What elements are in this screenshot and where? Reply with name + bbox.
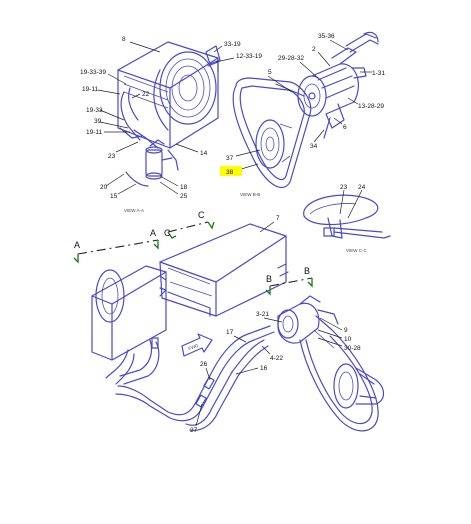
view-a-assembly <box>117 41 221 187</box>
label-19-33-39: 19-33-39 <box>80 69 106 76</box>
label-9: 9 <box>344 327 348 334</box>
caption-view-c: VIEW C-C <box>346 248 367 253</box>
label-3-21: 3-21 <box>256 311 269 318</box>
label-30-28: 30-28 <box>344 345 361 352</box>
label-4-22: 4-22 <box>270 355 283 362</box>
label-37: 37 <box>226 155 234 162</box>
label-33-19: 33-19 <box>224 41 241 48</box>
label-section-a-right: A <box>150 228 156 238</box>
part-labels: 8 33-19 12-33-19 19-33-39 19-11 22 19-33… <box>74 33 385 434</box>
label-26: 26 <box>200 361 208 368</box>
label-12-33-19: 12-33-19 <box>236 53 262 60</box>
label-fwd: FWD <box>188 343 200 352</box>
label-section-b-left: B <box>266 274 272 284</box>
label-15: 15 <box>110 193 118 200</box>
label-14: 14 <box>200 150 208 157</box>
label-39: 39 <box>94 118 102 125</box>
label-35-36: 35-36 <box>318 33 335 40</box>
label-18: 18 <box>180 184 188 191</box>
label-section-c-right: C <box>198 210 205 220</box>
label-section-b-right: B <box>304 266 310 276</box>
label-section-c-left: C <box>164 228 171 238</box>
label-10: 10 <box>344 336 352 343</box>
label-section-a-left: A <box>74 240 80 250</box>
label-19-11-bottom: 19-11 <box>86 129 103 136</box>
view-a-leaders <box>97 41 235 195</box>
label-23-view-a: 23 <box>108 153 116 160</box>
label-5: 5 <box>268 69 272 76</box>
main-assembly <box>91 223 385 432</box>
label-13-28-29: 13-28-29 <box>358 103 384 110</box>
label-29-28-32: 29-28-32 <box>278 55 304 62</box>
label-22: 22 <box>142 91 150 98</box>
label-19-11-top: 19-11 <box>82 86 99 93</box>
main-leaders <box>195 221 343 427</box>
label-17: 17 <box>226 329 234 336</box>
label-38: 38 <box>226 169 234 176</box>
label-24: 24 <box>358 184 366 191</box>
label-25: 25 <box>180 193 188 200</box>
label-19-33: 19-33 <box>86 107 103 114</box>
caption-view-b: VIEW B-B <box>240 192 260 197</box>
label-6: 6 <box>343 124 347 131</box>
view-b-assembly <box>232 31 379 188</box>
view-c-assembly <box>303 189 391 239</box>
label-8: 8 <box>122 36 126 43</box>
fwd-arrow <box>181 333 213 357</box>
label-20: 20 <box>100 184 108 191</box>
highlight-box-38 <box>220 166 242 176</box>
label-1-31: 1-31 <box>372 70 385 77</box>
section-indicators <box>73 221 313 296</box>
label-23-view-c: 23 <box>340 184 348 191</box>
label-2: 2 <box>312 46 316 53</box>
caption-view-a: VIEW A-A <box>124 208 144 213</box>
label-7: 7 <box>276 215 280 222</box>
label-34: 34 <box>310 143 318 150</box>
label-27: 27 <box>190 427 198 434</box>
label-16: 16 <box>260 365 268 372</box>
